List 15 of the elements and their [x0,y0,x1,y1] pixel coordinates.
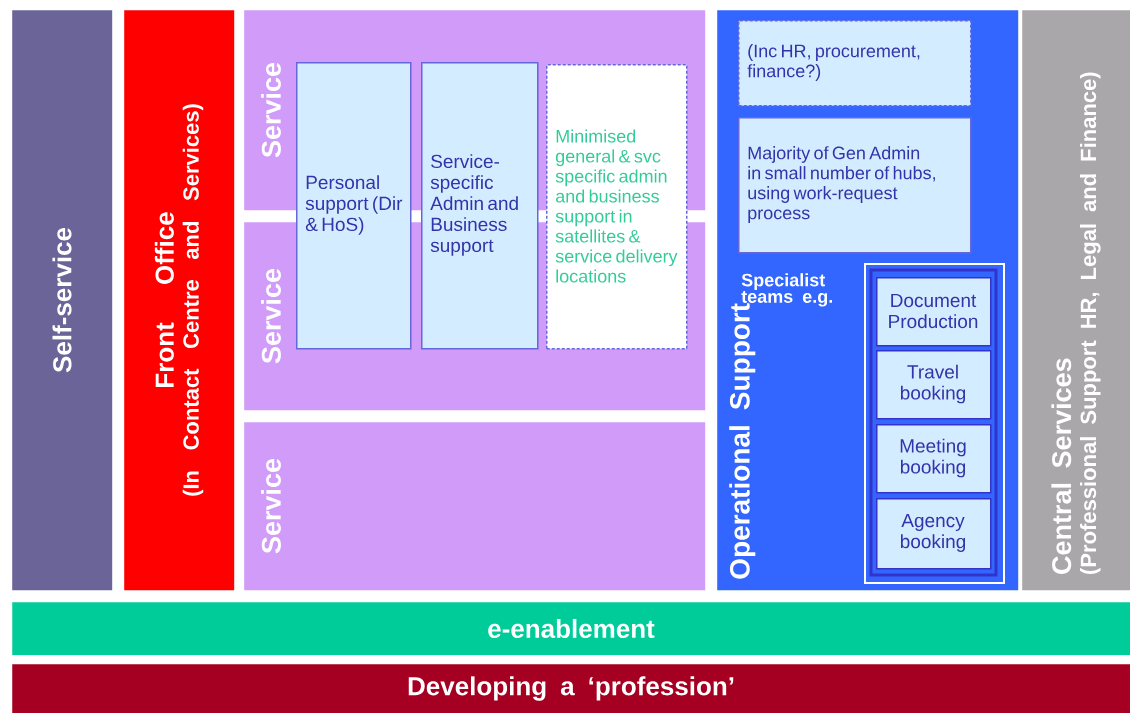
column-band: Self-service [12,10,113,591]
text-box: Majority of Gen Admin in small number of hubs, using work-request process [738,117,972,254]
layer-band: Developing a ‘profession’ [12,664,1130,713]
layer-band: e-enablement [12,602,1130,656]
team-box: Agency booking [876,498,992,570]
team-box: Travel booking [876,350,992,420]
column-band: Central Services (Professional Support HR, Legal and Finance) [1022,10,1130,591]
team-box: Document Production [876,277,992,347]
text-box: (Inc HR, procurement, finance?) [738,20,972,107]
text-box: Minimised general & svc specific admin and business support in satellites & service delivery locations [546,64,688,350]
text-box: Personal support (Dir & HoS) [296,62,412,350]
service-band: Service [244,422,706,591]
text-box: Service-specific Admin and Business support [421,62,539,350]
team-box: Meeting booking [876,424,992,494]
column-band: Front Office (In Contact Centre and Services) [124,10,235,591]
